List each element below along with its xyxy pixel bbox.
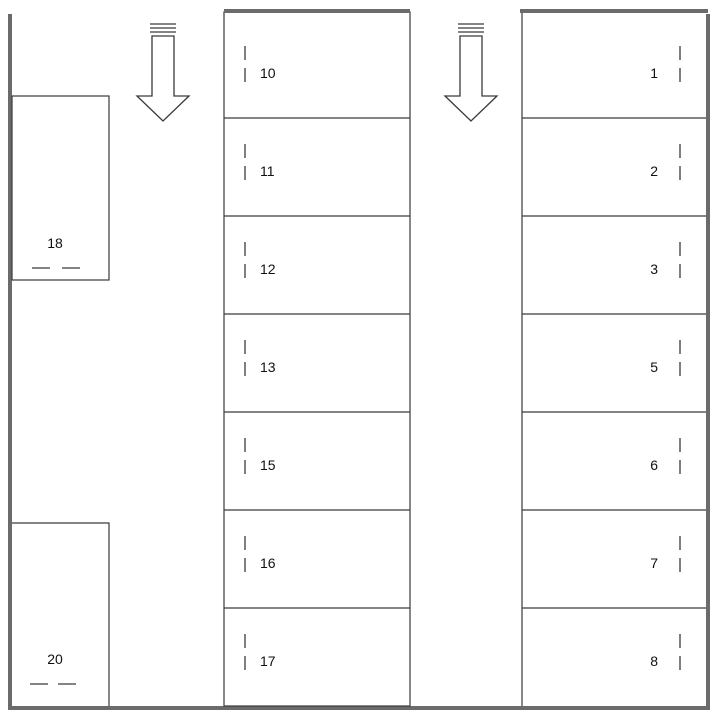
space-8[interactable]: 8	[522, 607, 706, 670]
space-15[interactable]: 15	[224, 411, 410, 474]
space-17-label: 17	[260, 653, 276, 669]
space-11[interactable]: 11	[224, 117, 410, 180]
space-3[interactable]: 3	[522, 215, 706, 278]
space-3-label: 3	[650, 261, 658, 277]
space-20[interactable]: 20	[12, 522, 110, 706]
space-18[interactable]: 18	[11, 95, 110, 281]
space-2[interactable]: 2	[522, 117, 706, 180]
space-8-label: 8	[650, 653, 658, 669]
space-2-label: 2	[650, 163, 658, 179]
space-1-label: 1	[650, 65, 658, 81]
space-18-label: 18	[47, 235, 63, 251]
space-10[interactable]: 10	[244, 46, 276, 82]
space-7-label: 7	[650, 555, 658, 571]
space-5[interactable]: 5	[522, 313, 706, 376]
space-15-label: 15	[260, 457, 276, 473]
aisle-right-arrow	[443, 23, 499, 122]
space-16[interactable]: 16	[224, 509, 410, 572]
space-10-label: 10	[260, 65, 276, 81]
space-5-label: 5	[650, 359, 658, 375]
right-row: 1 2 3 5 6 7 8	[520, 9, 708, 706]
aisle-left-arrow	[135, 23, 191, 122]
space-11-label: 11	[260, 163, 275, 179]
space-16-label: 16	[260, 555, 276, 571]
space-7[interactable]: 7	[522, 509, 706, 572]
outer-wall	[8, 14, 710, 710]
middle-row: 10 11 12 13 15 16 17	[223, 9, 411, 707]
space-12-label: 12	[260, 261, 276, 277]
space-6[interactable]: 6	[522, 411, 706, 474]
space-6-label: 6	[650, 457, 658, 473]
space-1[interactable]: 1	[650, 46, 681, 82]
space-13[interactable]: 13	[224, 313, 410, 376]
space-20-label: 20	[47, 651, 63, 667]
space-13-label: 13	[260, 359, 276, 375]
space-12[interactable]: 12	[224, 215, 410, 278]
space-17[interactable]: 17	[224, 607, 410, 670]
